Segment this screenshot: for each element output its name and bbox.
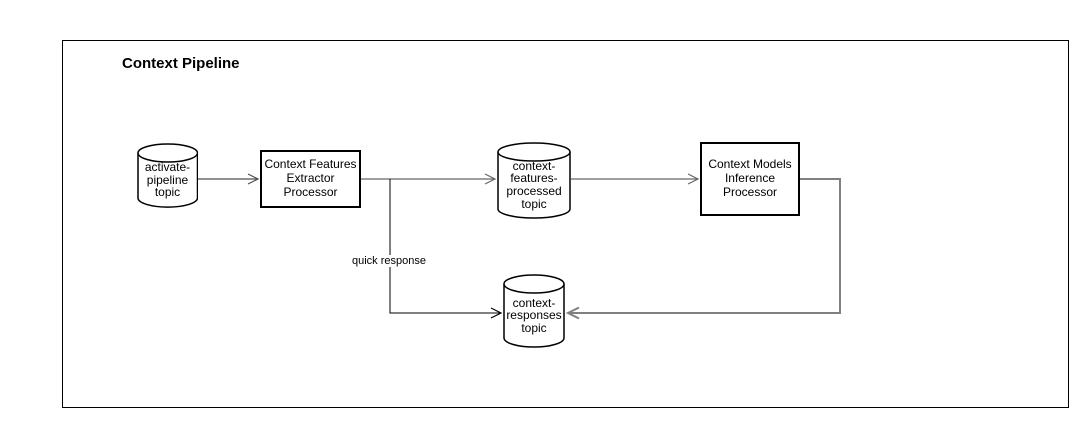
node-context-features-processed-topic: context- features- processed topic <box>497 142 571 219</box>
edge-inference-to-responses <box>565 178 841 320</box>
node-label: context- features- processed topic <box>506 158 562 211</box>
node-context-features-extractor-processor: Context Features Extractor Processor <box>260 150 361 208</box>
cylinder-shape <box>497 142 571 219</box>
node-label: context- responses topic <box>506 295 562 335</box>
node-context-models-inference-processor: Context Models Inference Processor <box>700 142 800 216</box>
cylinder-shape <box>137 143 198 208</box>
node-label: activate- pipeline topic <box>144 160 191 200</box>
cylinder-shape <box>503 274 565 348</box>
node-label: Context Models Inference Processor <box>708 157 792 199</box>
diagram-border <box>62 40 1069 408</box>
node-context-responses-topic: context- responses topic <box>503 274 565 348</box>
node-label: Context Features Extractor Processor <box>264 157 357 199</box>
edge-label-quick-response: quick response <box>350 255 428 267</box>
diagram-title: Context Pipeline <box>122 55 240 72</box>
edge-quick-response <box>389 179 503 319</box>
node-activate-pipeline-topic: activate- pipeline topic <box>137 143 198 208</box>
